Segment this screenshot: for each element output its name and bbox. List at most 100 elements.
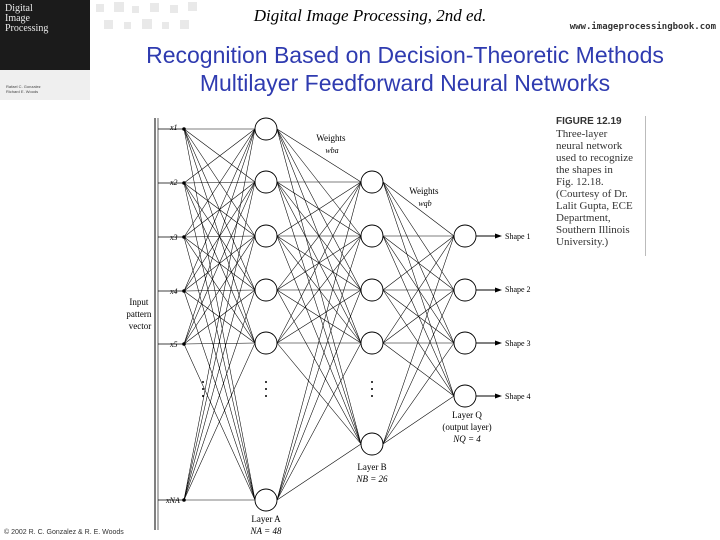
edge-input-4-a-3 [183, 289, 256, 345]
figure-caption: FIGURE 12.19 Three-layer neural network … [556, 116, 656, 248]
weights-ab-label: Weights wba [316, 133, 348, 155]
output-arrowhead-3 [495, 393, 502, 399]
edge-a-4-b-1 [276, 235, 362, 344]
output-label-shape-1: Shape 1 [505, 232, 531, 241]
header-url: www.imageprocessingbook.com [569, 22, 716, 32]
output-arrowhead-1 [495, 287, 502, 293]
layer-q-name: Layer Q [452, 410, 482, 420]
input-lines [158, 127, 186, 502]
edge-input-4-a-2 [183, 235, 256, 345]
node-layer-a-4 [254, 331, 278, 355]
edge-input-1-a-0 [183, 128, 256, 184]
weights-bq-label: Weights wqb [409, 186, 441, 208]
layer-q-sub: (output layer) [442, 422, 491, 432]
node-layer-b-3 [360, 331, 384, 355]
edge-input-2-a-0 [183, 128, 256, 238]
edge-input-5-a-1 [183, 181, 256, 501]
node-layer-a-3 [254, 278, 278, 302]
edge-input-5-a-0 [183, 128, 256, 501]
edge-input-3-a-0 [183, 128, 256, 292]
edge-a-2-b-0 [276, 181, 362, 237]
input-dot-4 [182, 342, 186, 346]
book-cover: Digital Image Processing Rafael C. Gonza… [0, 0, 90, 100]
input-dot-2 [182, 235, 186, 239]
input-label-x3: x3 [169, 233, 178, 242]
edge-input-5-a-4 [183, 342, 256, 501]
book-cover-title: Digital Image Processing [5, 3, 49, 34]
node-layer-a-1 [254, 170, 278, 194]
layer-a-name: Layer A [251, 514, 281, 524]
edge-input-4-a-0 [183, 128, 256, 345]
input-dot-1 [182, 181, 186, 185]
edge-input-4-a-1 [183, 181, 256, 345]
node-layer-q-3 [453, 384, 477, 408]
edge-a-5-b-1 [276, 235, 362, 501]
node-layer-b-4 [360, 432, 384, 456]
output-label-shape-2: Shape 2 [505, 285, 531, 294]
book-cover-strip: Rafael C. Gonzalez Richard E. Woods [0, 70, 90, 100]
slide-title: Recognition Based on Decision-Theoretic … [146, 42, 664, 68]
node-layer-q-1 [453, 278, 477, 302]
edge-input-5-a-2 [183, 235, 256, 501]
edge-b-0-q-0 [382, 181, 455, 237]
node-layer-b-1 [360, 224, 384, 248]
network-connections [183, 128, 455, 501]
node-layer-a-2 [254, 224, 278, 248]
node-layer-b-0 [360, 170, 384, 194]
edge-a-4-b-0 [276, 181, 362, 344]
copyright-notice: © 2002 R. C. Gonzalez & R. E. Woods [4, 529, 124, 536]
edge-a-5-b-4 [276, 443, 362, 501]
node-layer-q-0 [453, 224, 477, 248]
output-label-shape-3: Shape 3 [505, 339, 531, 348]
edge-b-3-q-1 [382, 289, 455, 344]
edge-a-0-b-4 [276, 128, 362, 445]
edge-b-4-q-2 [382, 342, 455, 445]
edge-b-4-q-0 [382, 235, 455, 445]
ellipsis-dots [202, 381, 373, 397]
edge-input-4-a-4 [183, 342, 256, 345]
edge-a-1-b-4 [276, 181, 362, 445]
figure-caption-head: FIGURE 12.19 [556, 116, 622, 127]
input-pattern-label: Input pattern vector [126, 297, 153, 331]
header-title: Digital Image Processing, 2nd ed. [253, 6, 487, 25]
layer-b-size: NB = 26 [355, 474, 388, 484]
book-cover-authors: Rafael C. Gonzalez Richard E. Woods [6, 84, 41, 94]
layer-b-name: Layer B [357, 462, 386, 472]
node-layer-b-2 [360, 278, 384, 302]
edge-input-0-a-1 [183, 128, 256, 183]
edge-a-5-b-0 [276, 181, 362, 501]
edge-a-4-b-4 [276, 342, 362, 445]
slide-subtitle: Multilayer Feedforward Neural Networks [199, 70, 611, 96]
layer-a-size: NA = 48 [250, 526, 282, 536]
edge-a-5-b-3 [276, 342, 362, 501]
caption-divider [645, 116, 646, 256]
input-dot-5 [182, 498, 186, 502]
edge-b-0-q-3 [382, 181, 455, 397]
figure-caption-body: Three-layer neural network used to recog… [556, 128, 633, 248]
edge-a-0-b-0 [276, 128, 362, 183]
edge-a-0-b-2 [276, 128, 362, 291]
input-label-x5: x5 [169, 340, 178, 349]
node-layer-q-2 [453, 331, 477, 355]
edge-b-4-q-3 [382, 395, 455, 445]
output-arrowhead-2 [495, 340, 502, 346]
node-layer-a-5 [254, 488, 278, 512]
input-dot-0 [182, 127, 186, 131]
edge-b-2-q-0 [382, 235, 455, 291]
input-dot-3 [182, 289, 186, 293]
edge-input-5-a-3 [183, 289, 256, 501]
input-label-x4: x4 [169, 287, 178, 296]
input-label-x2: x2 [169, 178, 178, 187]
edge-b-3-q-3 [382, 342, 455, 397]
edge-a-3-b-0 [276, 181, 362, 291]
input-label-xna: xNA [165, 496, 180, 505]
header-pattern [96, 2, 197, 29]
edge-b-4-q-1 [382, 289, 455, 445]
edge-a-0-b-1 [276, 128, 362, 237]
output-arrows [476, 233, 502, 399]
output-arrowhead-0 [495, 233, 502, 239]
edge-b-1-q-3 [382, 235, 455, 397]
edge-b-3-q-0 [382, 235, 455, 344]
input-label-x1: x1 [169, 123, 178, 132]
